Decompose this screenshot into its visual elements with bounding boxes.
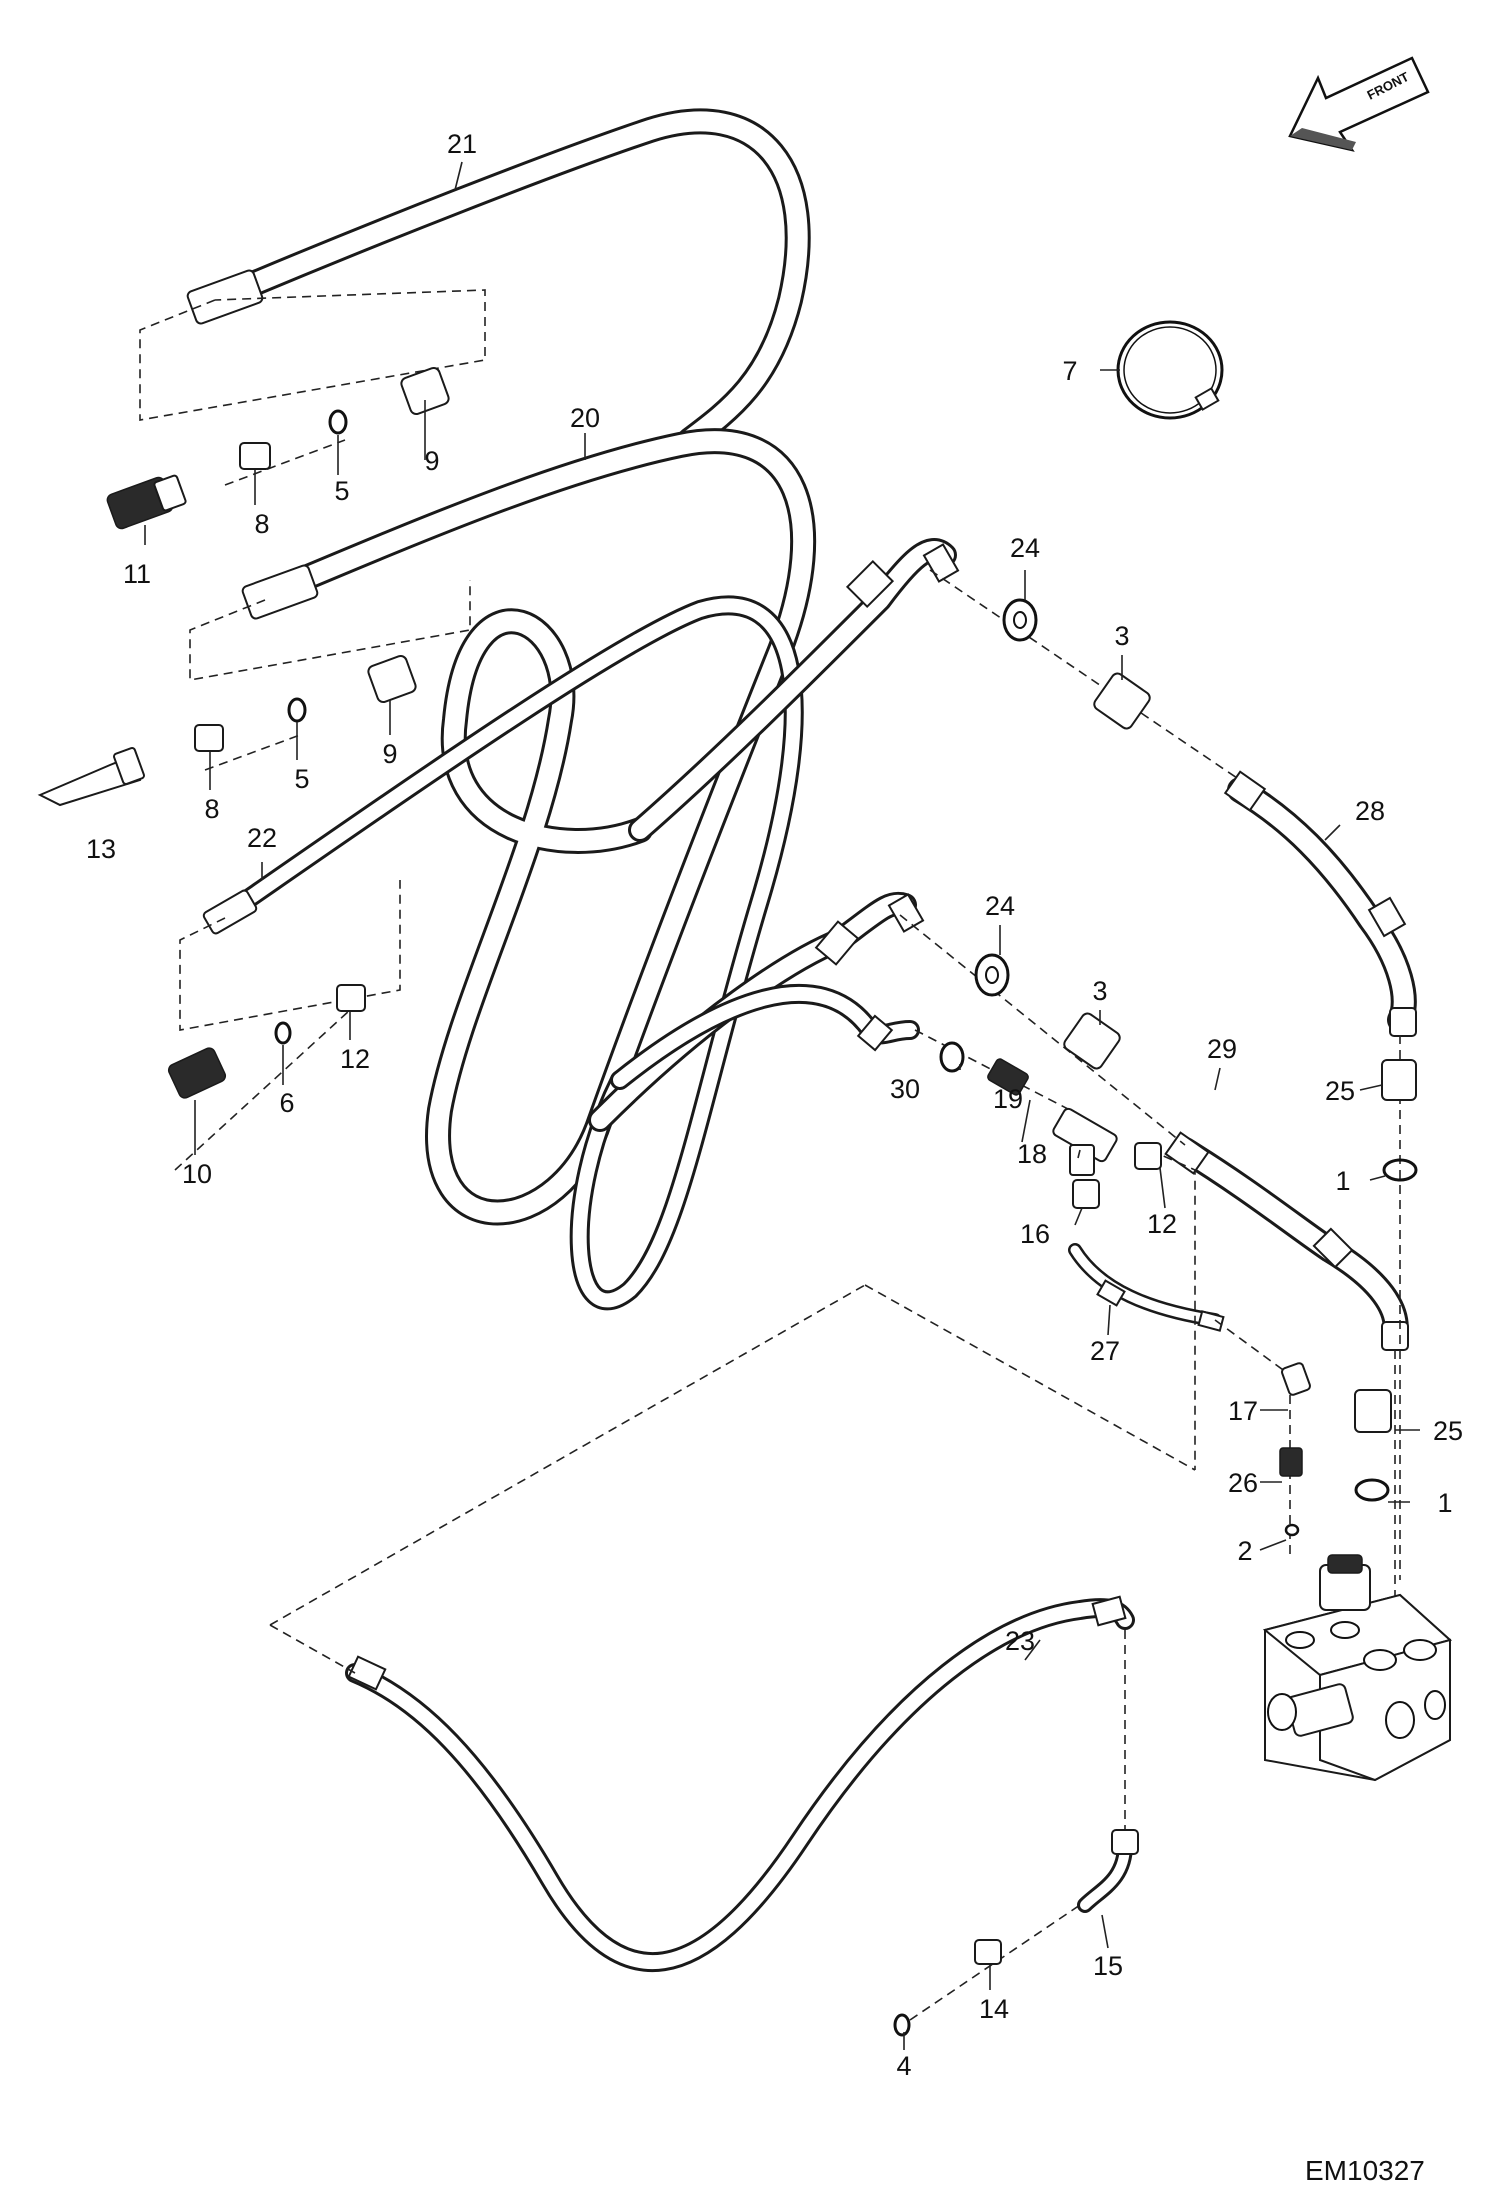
coupler-10 <box>167 1047 227 1099</box>
hose-22 <box>215 595 804 1311</box>
cap-9b <box>367 654 417 704</box>
adapter-3b <box>1063 1012 1121 1070</box>
seal-2 <box>1284 1523 1300 1537</box>
callout-20: 20 <box>570 403 600 433</box>
callout-3b: 3 <box>1092 976 1107 1006</box>
callout-19: 19 <box>993 1084 1023 1114</box>
callout-21: 21 <box>447 129 477 159</box>
callout-30: 30 <box>890 1074 920 1104</box>
callout-24b: 24 <box>985 891 1015 921</box>
callout-29: 29 <box>1207 1034 1237 1064</box>
o-ring-6 <box>274 1021 292 1045</box>
callout-12a: 12 <box>340 1044 370 1074</box>
hose-22-end-fitting <box>202 889 258 935</box>
dashed-reference-lines <box>139 289 1401 2021</box>
callout-6: 6 <box>279 1088 294 1118</box>
callout-25a: 25 <box>1325 1076 1355 1106</box>
valve-block <box>1262 1554 1453 1782</box>
callout-8a: 8 <box>254 509 269 539</box>
adapter-26 <box>1279 1447 1303 1477</box>
callout-11: 11 <box>123 559 151 589</box>
callout-12b: 12 <box>1147 1209 1177 1239</box>
washer-24a <box>1002 598 1038 642</box>
o-ring-5b <box>287 697 307 723</box>
quick-coupler-11 <box>106 474 187 530</box>
callout-7: 7 <box>1062 356 1077 386</box>
adapter-16 <box>1072 1179 1100 1209</box>
callout-27: 27 <box>1090 1336 1120 1366</box>
hose-lower-feed <box>610 984 920 1090</box>
adapter-3a <box>1093 672 1151 730</box>
callout-8b: 8 <box>204 794 219 824</box>
document-id: EM10327 <box>1305 2155 1425 2186</box>
washer-30 <box>939 1041 965 1073</box>
hose-29 <box>1164 1131 1409 1351</box>
adapter-8b <box>194 724 224 752</box>
cap-9a <box>400 366 450 416</box>
elbow-15 <box>1077 1829 1139 1913</box>
callout-18: 18 <box>1017 1139 1047 1169</box>
hose-20-end-fitting <box>241 564 319 620</box>
adapter-25a <box>1381 1059 1417 1101</box>
callout-10: 10 <box>182 1159 212 1189</box>
callout-26: 26 <box>1228 1468 1258 1498</box>
hose-20 <box>252 428 817 1226</box>
o-ring-4 <box>893 2013 911 2037</box>
callout-22: 22 <box>247 823 277 853</box>
front-direction-arrow: FRONT <box>1288 56 1430 152</box>
callout-25b: 25 <box>1433 1416 1463 1446</box>
tee-18 <box>1052 1107 1118 1176</box>
adapter-12a <box>336 984 366 1012</box>
callout-9a: 9 <box>424 446 439 476</box>
adapter-19 <box>987 1058 1029 1096</box>
callout-24a: 24 <box>1010 533 1040 563</box>
o-ring-5a <box>328 409 348 435</box>
hose-21-end-fitting <box>186 269 264 325</box>
callout-23: 23 <box>1005 1626 1035 1656</box>
callout-1a: 1 <box>1335 1166 1350 1196</box>
hose-upper-feed <box>628 538 960 842</box>
o-ring-1a <box>1382 1158 1418 1182</box>
callout-3a: 3 <box>1114 621 1129 651</box>
adapter-25b <box>1354 1389 1392 1433</box>
clamp-7 <box>1116 320 1224 420</box>
adapter-12b <box>1134 1142 1162 1170</box>
hose-23 <box>345 1595 1135 1973</box>
leader-lines <box>144 161 1420 2050</box>
callout-13: 13 <box>86 834 116 864</box>
callout-1b: 1 <box>1437 1488 1452 1518</box>
callout-5a: 5 <box>334 476 349 506</box>
callout-16: 16 <box>1020 1219 1050 1249</box>
callout-28: 28 <box>1355 796 1385 826</box>
callout-4: 4 <box>896 2051 911 2081</box>
callout-14: 14 <box>979 1994 1009 2024</box>
adapter-14 <box>974 1939 1002 1965</box>
o-ring-1b <box>1354 1478 1390 1502</box>
tip-13 <box>37 747 145 807</box>
callout-15: 15 <box>1093 1951 1123 1981</box>
hose-28 <box>1223 770 1417 1037</box>
hose-27 <box>1068 1243 1225 1332</box>
hose-21 <box>202 108 811 453</box>
adapter-8a <box>239 442 271 470</box>
callouts: 21 20 9 5 8 11 9 5 8 13 22 12 6 10 7 24 … <box>86 129 1463 2081</box>
callout-9b: 9 <box>382 739 397 769</box>
callout-2: 2 <box>1237 1536 1252 1566</box>
elbow-17 <box>1281 1362 1311 1396</box>
washer-24b <box>974 953 1010 997</box>
callout-5b: 5 <box>294 764 309 794</box>
callout-17: 17 <box>1228 1396 1258 1426</box>
